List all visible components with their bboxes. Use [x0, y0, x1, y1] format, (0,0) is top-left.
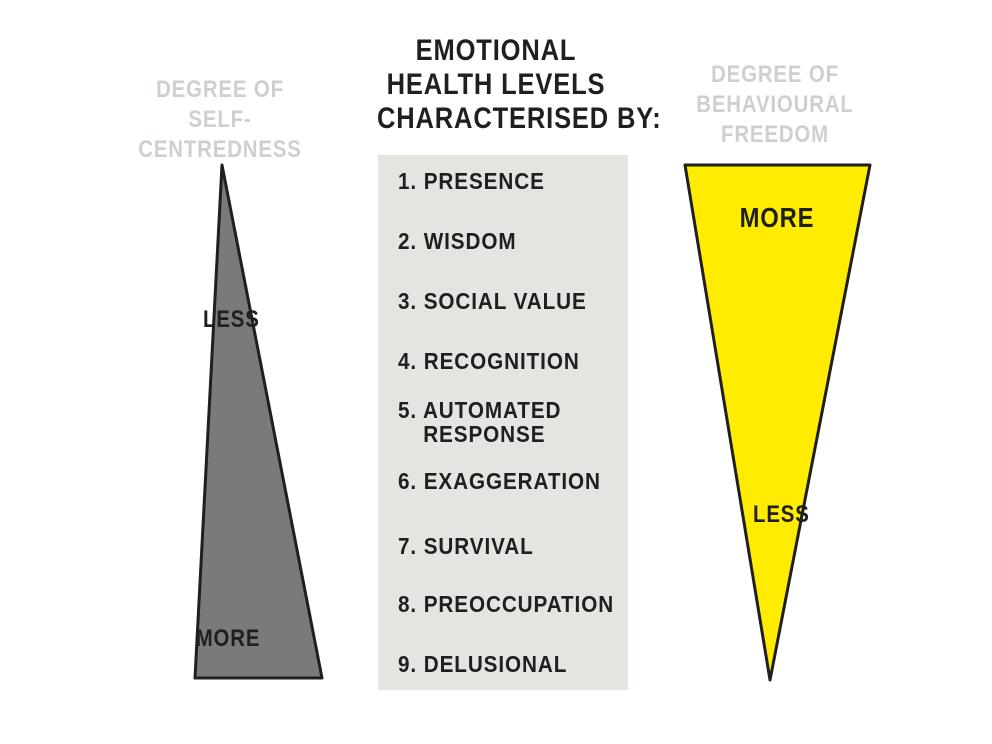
- left-axis-label: Degree of Self-Centredness: [118, 75, 322, 165]
- title-line: Health Levels: [386, 68, 606, 101]
- title-line: Emotional: [415, 34, 577, 67]
- label-line: Degree of: [711, 61, 839, 88]
- left-top-label: Less: [203, 306, 260, 333]
- level-item: 8. Preoccupation: [398, 591, 615, 617]
- label-line: Behavioural: [696, 91, 854, 118]
- label-line: Freedom: [721, 121, 829, 148]
- self-centredness-triangle: [193, 163, 324, 680]
- label-line: Self-Centredness: [138, 106, 302, 163]
- level-item: 6. Exaggeration: [398, 468, 601, 494]
- left-bottom-label: More: [195, 625, 261, 652]
- level-item: 1. Presence: [398, 168, 545, 194]
- behavioural-freedom-triangle: [683, 163, 872, 682]
- level-item: 5. Automated Response: [398, 398, 561, 446]
- right-axis-label: Degree of Behavioural Freedom: [694, 60, 856, 150]
- right-bottom-label: Less: [753, 501, 810, 528]
- right-top-label: More: [739, 202, 815, 233]
- level-item: 2. Wisdom: [398, 228, 517, 254]
- levels-panel: [378, 155, 628, 690]
- diagram-title: Emotional Health Levels Characterised by…: [377, 34, 662, 136]
- level-item-line: 5. Automated: [398, 397, 562, 423]
- title-line: Characterised by:: [377, 102, 662, 135]
- level-item: 9. Delusional: [398, 651, 568, 677]
- level-item: 4. Recognition: [398, 348, 580, 374]
- level-item: 7. Survival: [398, 533, 534, 559]
- label-line: Degree of: [156, 76, 284, 103]
- level-item: 3. Social Value: [398, 288, 587, 314]
- level-item-line: Response: [423, 421, 546, 447]
